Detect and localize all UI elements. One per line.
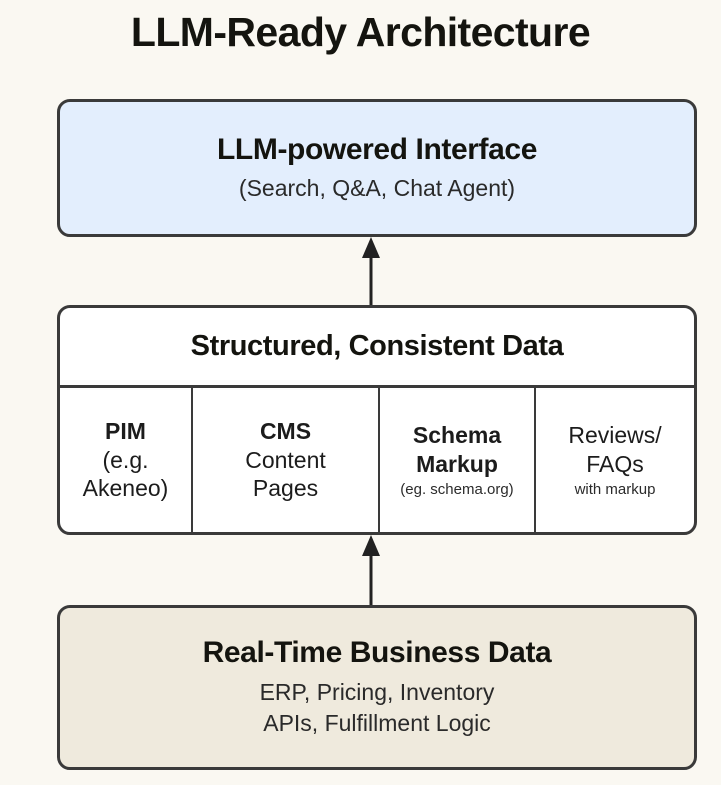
node-real-time-business-data: Real-Time Business Data ERP, Pricing, In…: [57, 605, 697, 770]
structured-heading: Structured, Consistent Data: [60, 308, 694, 388]
business-subtitle-line-2: APIs, Fulfillment Logic: [263, 709, 491, 736]
column-schema-line-2: Markup: [416, 450, 498, 477]
column-schema-note: (eg. schema.org): [400, 480, 514, 498]
interface-heading: LLM-powered Interface: [217, 133, 537, 167]
column-cms-line-1: CMS: [259, 417, 312, 444]
column-schema-line-1: Schema: [412, 421, 502, 448]
column-reviews-line-2: FAQs: [586, 450, 644, 477]
column-pim-line-1: PIM: [105, 417, 146, 444]
interface-subtitle: (Search, Q&A, Chat Agent): [238, 174, 516, 201]
structured-column-pim: PIM (e.g. Akeneo): [60, 388, 193, 532]
node-llm-powered-interface: LLM-powered Interface (Search, Q&A, Chat…: [57, 99, 697, 237]
business-heading: Real-Time Business Data: [202, 636, 552, 670]
page-title: LLM-Ready Architecture: [130, 9, 591, 55]
column-pim-line-3: Akeneo): [82, 475, 169, 502]
node-structured-consistent-data: Structured, Consistent Data PIM (e.g. Ak…: [57, 305, 697, 535]
structured-column-reviews-faqs: Reviews/ FAQs with markup: [536, 388, 694, 532]
column-reviews-note: with markup: [574, 480, 656, 498]
arrow-business-to-structured-icon: [361, 535, 381, 605]
business-subtitle-line-1: ERP, Pricing, Inventory: [259, 678, 495, 705]
structured-column-schema-markup: Schema Markup (eg. schema.org): [380, 388, 536, 532]
column-cms-line-3: Pages: [252, 475, 319, 502]
structured-column-cms: CMS Content Pages: [193, 388, 380, 532]
column-reviews-line-1: Reviews/: [568, 421, 662, 448]
structured-columns: PIM (e.g. Akeneo) CMS Content Pages Sche…: [60, 388, 694, 532]
column-pim-line-2: (e.g.: [102, 446, 149, 473]
column-cms-line-2: Content: [245, 446, 326, 473]
arrow-structured-to-interface-icon: [361, 237, 381, 305]
